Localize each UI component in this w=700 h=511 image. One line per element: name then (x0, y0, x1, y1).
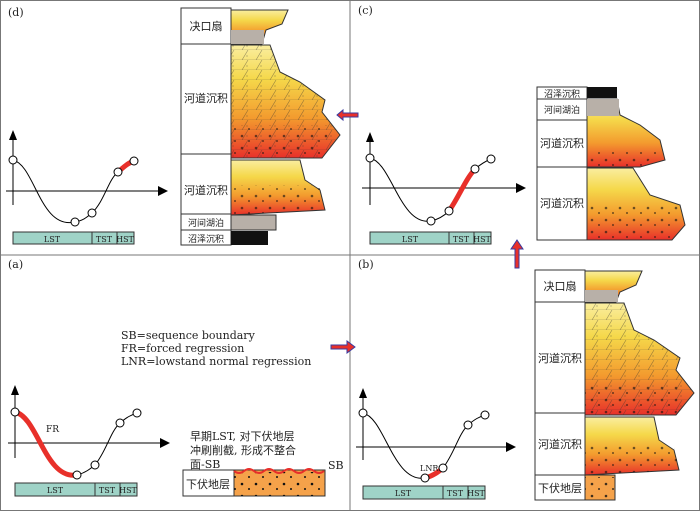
systems-tract-bar: LST TST HST (362, 485, 486, 500)
tract-hst: HST (119, 486, 137, 495)
caption-line: 面-SB (190, 458, 220, 471)
unit-label: 河道沉积 (538, 351, 582, 365)
systems-tract-bar: LST TST HST (14, 482, 138, 497)
unit-label: 河道沉积 (540, 136, 584, 150)
arrow-up-icon (510, 239, 524, 269)
tract-hst: HST (473, 235, 491, 244)
legend: SB=sequence boundary FR=forced regressio… (121, 329, 311, 368)
tract-lst: LST (44, 235, 61, 244)
caption-line: 冲刷削截, 形成不整合 (190, 443, 296, 457)
sb-label: SB (328, 459, 344, 472)
tract-tst: TST (96, 235, 113, 244)
panel-c: (c) LST TST HST 沼泽沉积 河间湖泊 河道沉积 河道沉积 (358, 4, 686, 245)
caption: 早期LST, 对下伏地层 冲刷削截, 形成不整合 面-SB (190, 429, 296, 471)
unit-label: 河道沉积 (184, 183, 228, 197)
unit-label: 河道沉积 (538, 437, 582, 451)
unit-label: 下伏地层 (538, 481, 582, 495)
panel-label: (a) (8, 258, 23, 271)
tract-lst: LST (402, 235, 419, 244)
unit-label: 决口扇 (544, 279, 577, 293)
unit-label: 河间湖泊 (188, 217, 224, 229)
systems-tract-bar: LST TST HST (12, 231, 135, 245)
caption-line: 早期LST, 对下伏地层 (190, 429, 295, 443)
unit-label: 河道沉积 (540, 196, 584, 210)
strat-column: 决口扇 河道沉积 河道沉积 河间湖泊 沼泽沉积 (180, 7, 341, 246)
fr-label: FR (46, 425, 59, 435)
legend-fr: FR=forced regression (121, 342, 244, 355)
tract-tst: TST (453, 235, 470, 244)
legend-sb: SB=sequence boundary (121, 329, 256, 342)
systems-tract-bar: LST TST HST (369, 231, 492, 245)
arrow-left-icon (336, 108, 359, 122)
sea-level-curve: LNR (356, 388, 516, 483)
sea-level-curve (6, 130, 168, 227)
unit-label: 决口扇 (190, 19, 223, 33)
tract-lst: LST (395, 489, 412, 498)
tract-tst: TST (447, 489, 464, 498)
panel-label: (d) (8, 6, 24, 19)
arrow-right-icon (330, 340, 356, 354)
tract-hst: HST (467, 489, 485, 498)
sea-level-curve (362, 132, 526, 226)
tract-lst: LST (47, 486, 64, 495)
base-unit-label: 下伏地层 (186, 477, 230, 491)
unit-label: 沼泽沉积 (188, 233, 224, 245)
strat-column: 沼泽沉积 河间湖泊 河道沉积 河道沉积 (536, 86, 686, 241)
panel-d: (d) LST TST HST 决口扇 河道沉积 河道沉积 河间湖泊 沼泽沉积 (6, 6, 341, 246)
strat-column: 决口扇 河道沉积 河道沉积 下伏地层 (534, 269, 695, 501)
sea-level-curve: FR (8, 385, 170, 480)
lnr-label: LNR (420, 464, 439, 473)
tract-tst: TST (99, 486, 116, 495)
unit-label: 沼泽沉积 (544, 88, 580, 100)
legend-lnr: LNR=lowstand normal regression (121, 355, 311, 368)
panel-label: (c) (358, 4, 373, 17)
base-section: 下伏地层 SB (182, 459, 344, 497)
panel-a: (a) SB=sequence boundary FR=forced regre… (8, 258, 344, 497)
panel-b: (b) LNR LST TST HST 决口扇 河道沉积 河道沉积 下伏地层 (356, 258, 695, 501)
unit-label: 河间湖泊 (544, 104, 580, 116)
panel-label: (b) (358, 258, 374, 271)
unit-label: 河道沉积 (184, 91, 228, 105)
tract-hst: HST (116, 235, 134, 244)
